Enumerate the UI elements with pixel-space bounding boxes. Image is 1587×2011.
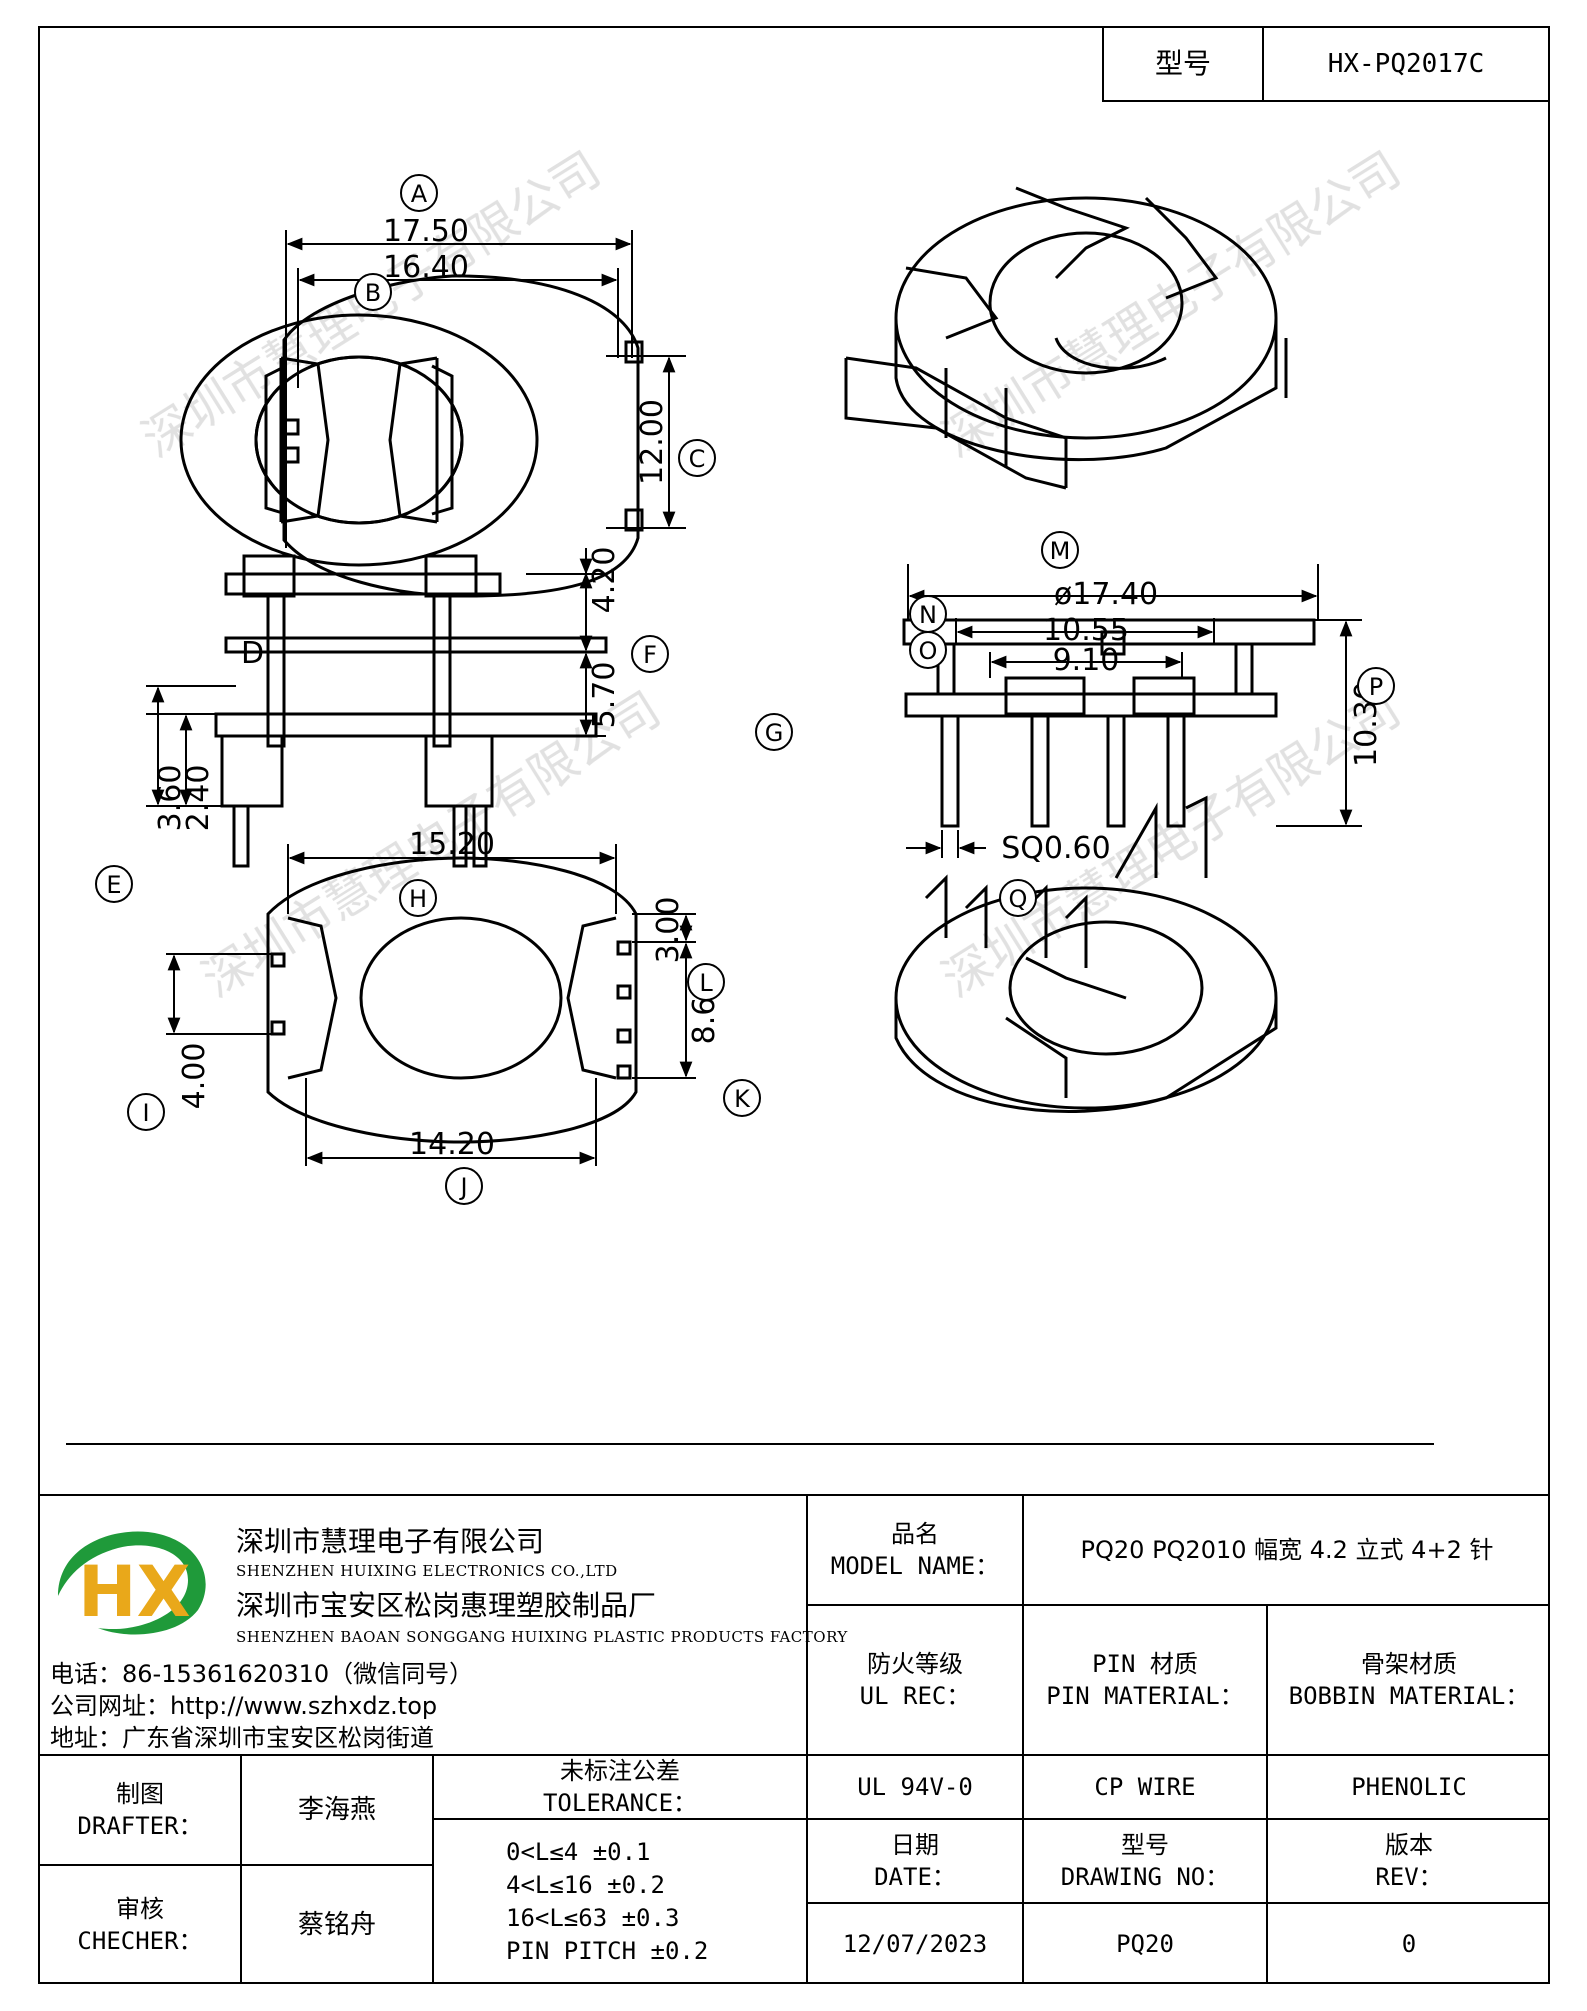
divider bbox=[38, 1754, 1550, 1756]
divider bbox=[38, 1494, 1550, 1496]
dim-L-value: 3.00 bbox=[651, 897, 686, 964]
front-view bbox=[902, 618, 1316, 828]
drawing-sheet bbox=[38, 26, 1550, 1984]
divider bbox=[806, 1494, 808, 1984]
website[interactable]: 公司网址：http://www.szhxdz.top bbox=[50, 1692, 438, 1720]
tolerance-label: 未标注公差 TOLERANCE： bbox=[542, 1757, 698, 1817]
dim-Q-value: SQ0.60 bbox=[1001, 831, 1110, 866]
marker-I: I bbox=[142, 1099, 149, 1127]
marker-M: M bbox=[1050, 537, 1071, 565]
divider bbox=[38, 1864, 432, 1866]
marker-H: H bbox=[409, 885, 427, 913]
divider bbox=[1262, 26, 1264, 102]
divider bbox=[806, 1902, 1550, 1904]
marker-K: K bbox=[734, 1085, 751, 1113]
divider bbox=[432, 1754, 434, 1984]
dim-F-value: 4.20 bbox=[587, 547, 622, 614]
dim-O-value: 9.10 bbox=[1053, 643, 1120, 678]
model-value: HX-PQ2017C bbox=[1327, 49, 1485, 79]
tolerance-values: 0<L≤4 ±0.1 4<L≤16 ±0.2 16<L≤63 ±0.3 PIN … bbox=[506, 1838, 709, 1965]
pin-material-value: CP WIRE bbox=[1094, 1773, 1196, 1801]
model-name-label: 品名 MODEL NAME： bbox=[830, 1520, 1000, 1580]
marker-N: N bbox=[919, 601, 937, 629]
divider bbox=[240, 1754, 242, 1984]
date-value: 12/07/2023 bbox=[842, 1930, 988, 1958]
factory-name-cn: 深圳市宝安区松岗惠理塑胶制品厂 bbox=[236, 1589, 657, 1622]
dim-B-value: 16.40 bbox=[383, 250, 469, 285]
company-logo: HX bbox=[58, 1531, 206, 1635]
bobbin-material-label: 骨架材质 BOBBIN MATERIAL： bbox=[1288, 1650, 1530, 1710]
marker-Q: Q bbox=[1009, 885, 1028, 913]
checker-name: 蔡铭舟 bbox=[297, 1910, 376, 1940]
dim-I-value: 4.00 bbox=[177, 1043, 212, 1110]
divider bbox=[1102, 100, 1550, 102]
marker-J: J bbox=[458, 1173, 467, 1201]
drafter-label: 制图 DRAFTER： bbox=[77, 1780, 203, 1840]
model-label: 型号 bbox=[1154, 47, 1211, 80]
watermark: 深圳市慧理电子有限公司 bbox=[933, 141, 1410, 468]
marker-L: L bbox=[699, 969, 713, 997]
company-name-en: SHENZHEN HUIXING ELECTRONICS CO.,LTD bbox=[236, 1562, 618, 1580]
marker-B: B bbox=[365, 279, 381, 307]
dim-C-value: 12.00 bbox=[635, 399, 670, 485]
logo-text: HX bbox=[78, 1551, 191, 1633]
dim-E-outer: 3.60 bbox=[153, 765, 188, 832]
divider bbox=[806, 1604, 1550, 1606]
divider bbox=[1102, 26, 1550, 28]
rev-label: 版本 REV： bbox=[1375, 1831, 1443, 1891]
company-name-cn: 深圳市慧理电子有限公司 bbox=[236, 1525, 545, 1558]
dim-J-value: 14.20 bbox=[409, 1127, 495, 1162]
marker-C: C bbox=[689, 445, 706, 473]
model-name-value: PQ20 PQ2010 幅宽 4.2 立式 4+2 针 bbox=[1080, 1536, 1494, 1564]
divider bbox=[1022, 1494, 1024, 1984]
marker-P: P bbox=[1369, 673, 1383, 701]
divider bbox=[806, 1818, 1550, 1820]
dim-D-label: D bbox=[241, 636, 264, 671]
rev-value: 0 bbox=[1401, 1930, 1417, 1958]
phone: 电话：86-15361620310（微信同号） bbox=[50, 1660, 474, 1688]
bobbin-material-value: PHENOLIC bbox=[1351, 1773, 1467, 1801]
ul-rec-label: 防火等级 UL REC： bbox=[859, 1650, 971, 1710]
drawing-no-label: 型号 DRAWING NO： bbox=[1060, 1831, 1230, 1891]
technical-drawing: 深圳市慧理电子有限公司 深圳市慧理电子有限公司 深圳市慧理电子有限公司 深圳市慧… bbox=[66, 141, 1434, 1445]
divider bbox=[1102, 26, 1104, 102]
factory-name-en: SHENZHEN BAOAN SONGGANG HUIXING PLASTIC … bbox=[236, 1628, 848, 1646]
marker-G: G bbox=[765, 719, 784, 747]
divider bbox=[432, 1818, 806, 1820]
address: 地址：广东省深圳市宝安区松岗街道 bbox=[50, 1724, 434, 1752]
iso-view-top bbox=[844, 186, 1288, 490]
dim-M-value: ø17.40 bbox=[1054, 577, 1158, 612]
marker-O: O bbox=[919, 637, 938, 665]
dim-N-value: 10.55 bbox=[1043, 613, 1129, 648]
drawing-no-value: PQ20 bbox=[1116, 1930, 1174, 1958]
dim-H-value: 15.20 bbox=[409, 827, 495, 862]
date-label: 日期 DATE： bbox=[874, 1831, 956, 1891]
dim-G-value: 5.70 bbox=[587, 662, 622, 729]
marker-F: F bbox=[643, 641, 657, 669]
checker-label: 审核 CHECHER： bbox=[77, 1895, 203, 1955]
marker-A: A bbox=[411, 180, 428, 208]
divider bbox=[1266, 1604, 1268, 1984]
pin-material-label: PIN 材质 PIN MATERIAL： bbox=[1046, 1650, 1244, 1710]
ul-value: UL 94V-0 bbox=[857, 1773, 973, 1801]
top-view bbox=[179, 313, 644, 567]
marker-E: E bbox=[106, 871, 121, 899]
side-view bbox=[214, 554, 608, 868]
dim-E-inner: 2.40 bbox=[181, 765, 216, 832]
dim-A-value: 17.50 bbox=[383, 214, 469, 249]
drafter-name: 李海燕 bbox=[297, 1795, 376, 1825]
